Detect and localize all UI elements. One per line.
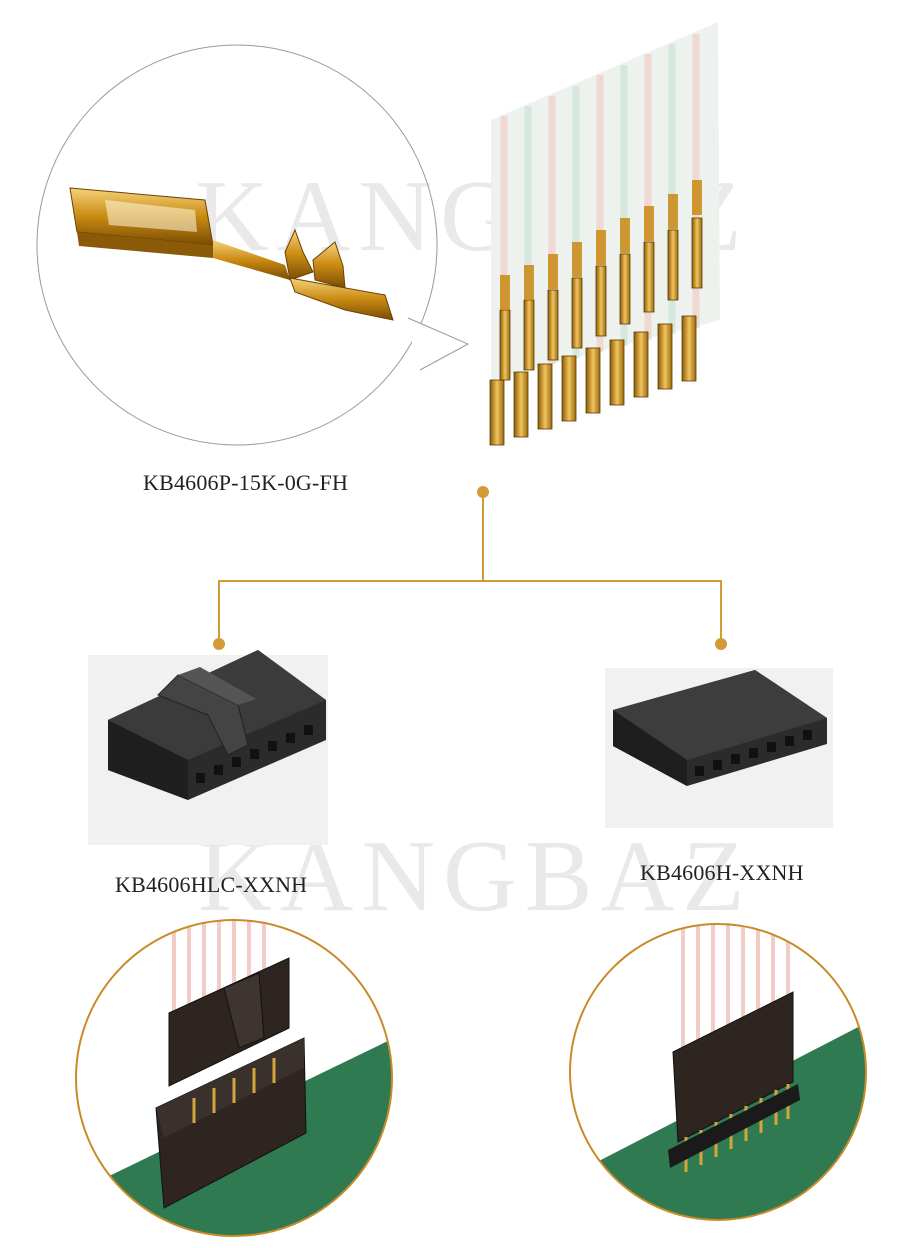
tree-right-drop	[720, 580, 722, 640]
tree-left-dot	[213, 638, 225, 650]
tree-right-dot	[715, 638, 727, 650]
housing-plain-image	[613, 670, 827, 786]
terminal-code-label: KB4606P-15K-0G-FH	[143, 470, 349, 495]
tree-stem-line	[482, 496, 484, 582]
terminal-zoom-bubble	[36, 44, 470, 446]
mated-plain-circle	[569, 923, 867, 1221]
tree-root-dot	[477, 486, 489, 498]
housing-latch-image	[108, 650, 326, 800]
housing-latch-code-label: KB4606HLC-XXNH	[115, 872, 308, 897]
crimp-terminal-image	[69, 187, 394, 321]
tree-branch-line	[218, 580, 722, 582]
tree-left-drop	[218, 580, 220, 640]
terminal-strip-image	[489, 22, 720, 446]
housing-plain-code-label: KB4606H-XXNH	[640, 860, 804, 885]
mated-latch-circle	[75, 919, 393, 1237]
